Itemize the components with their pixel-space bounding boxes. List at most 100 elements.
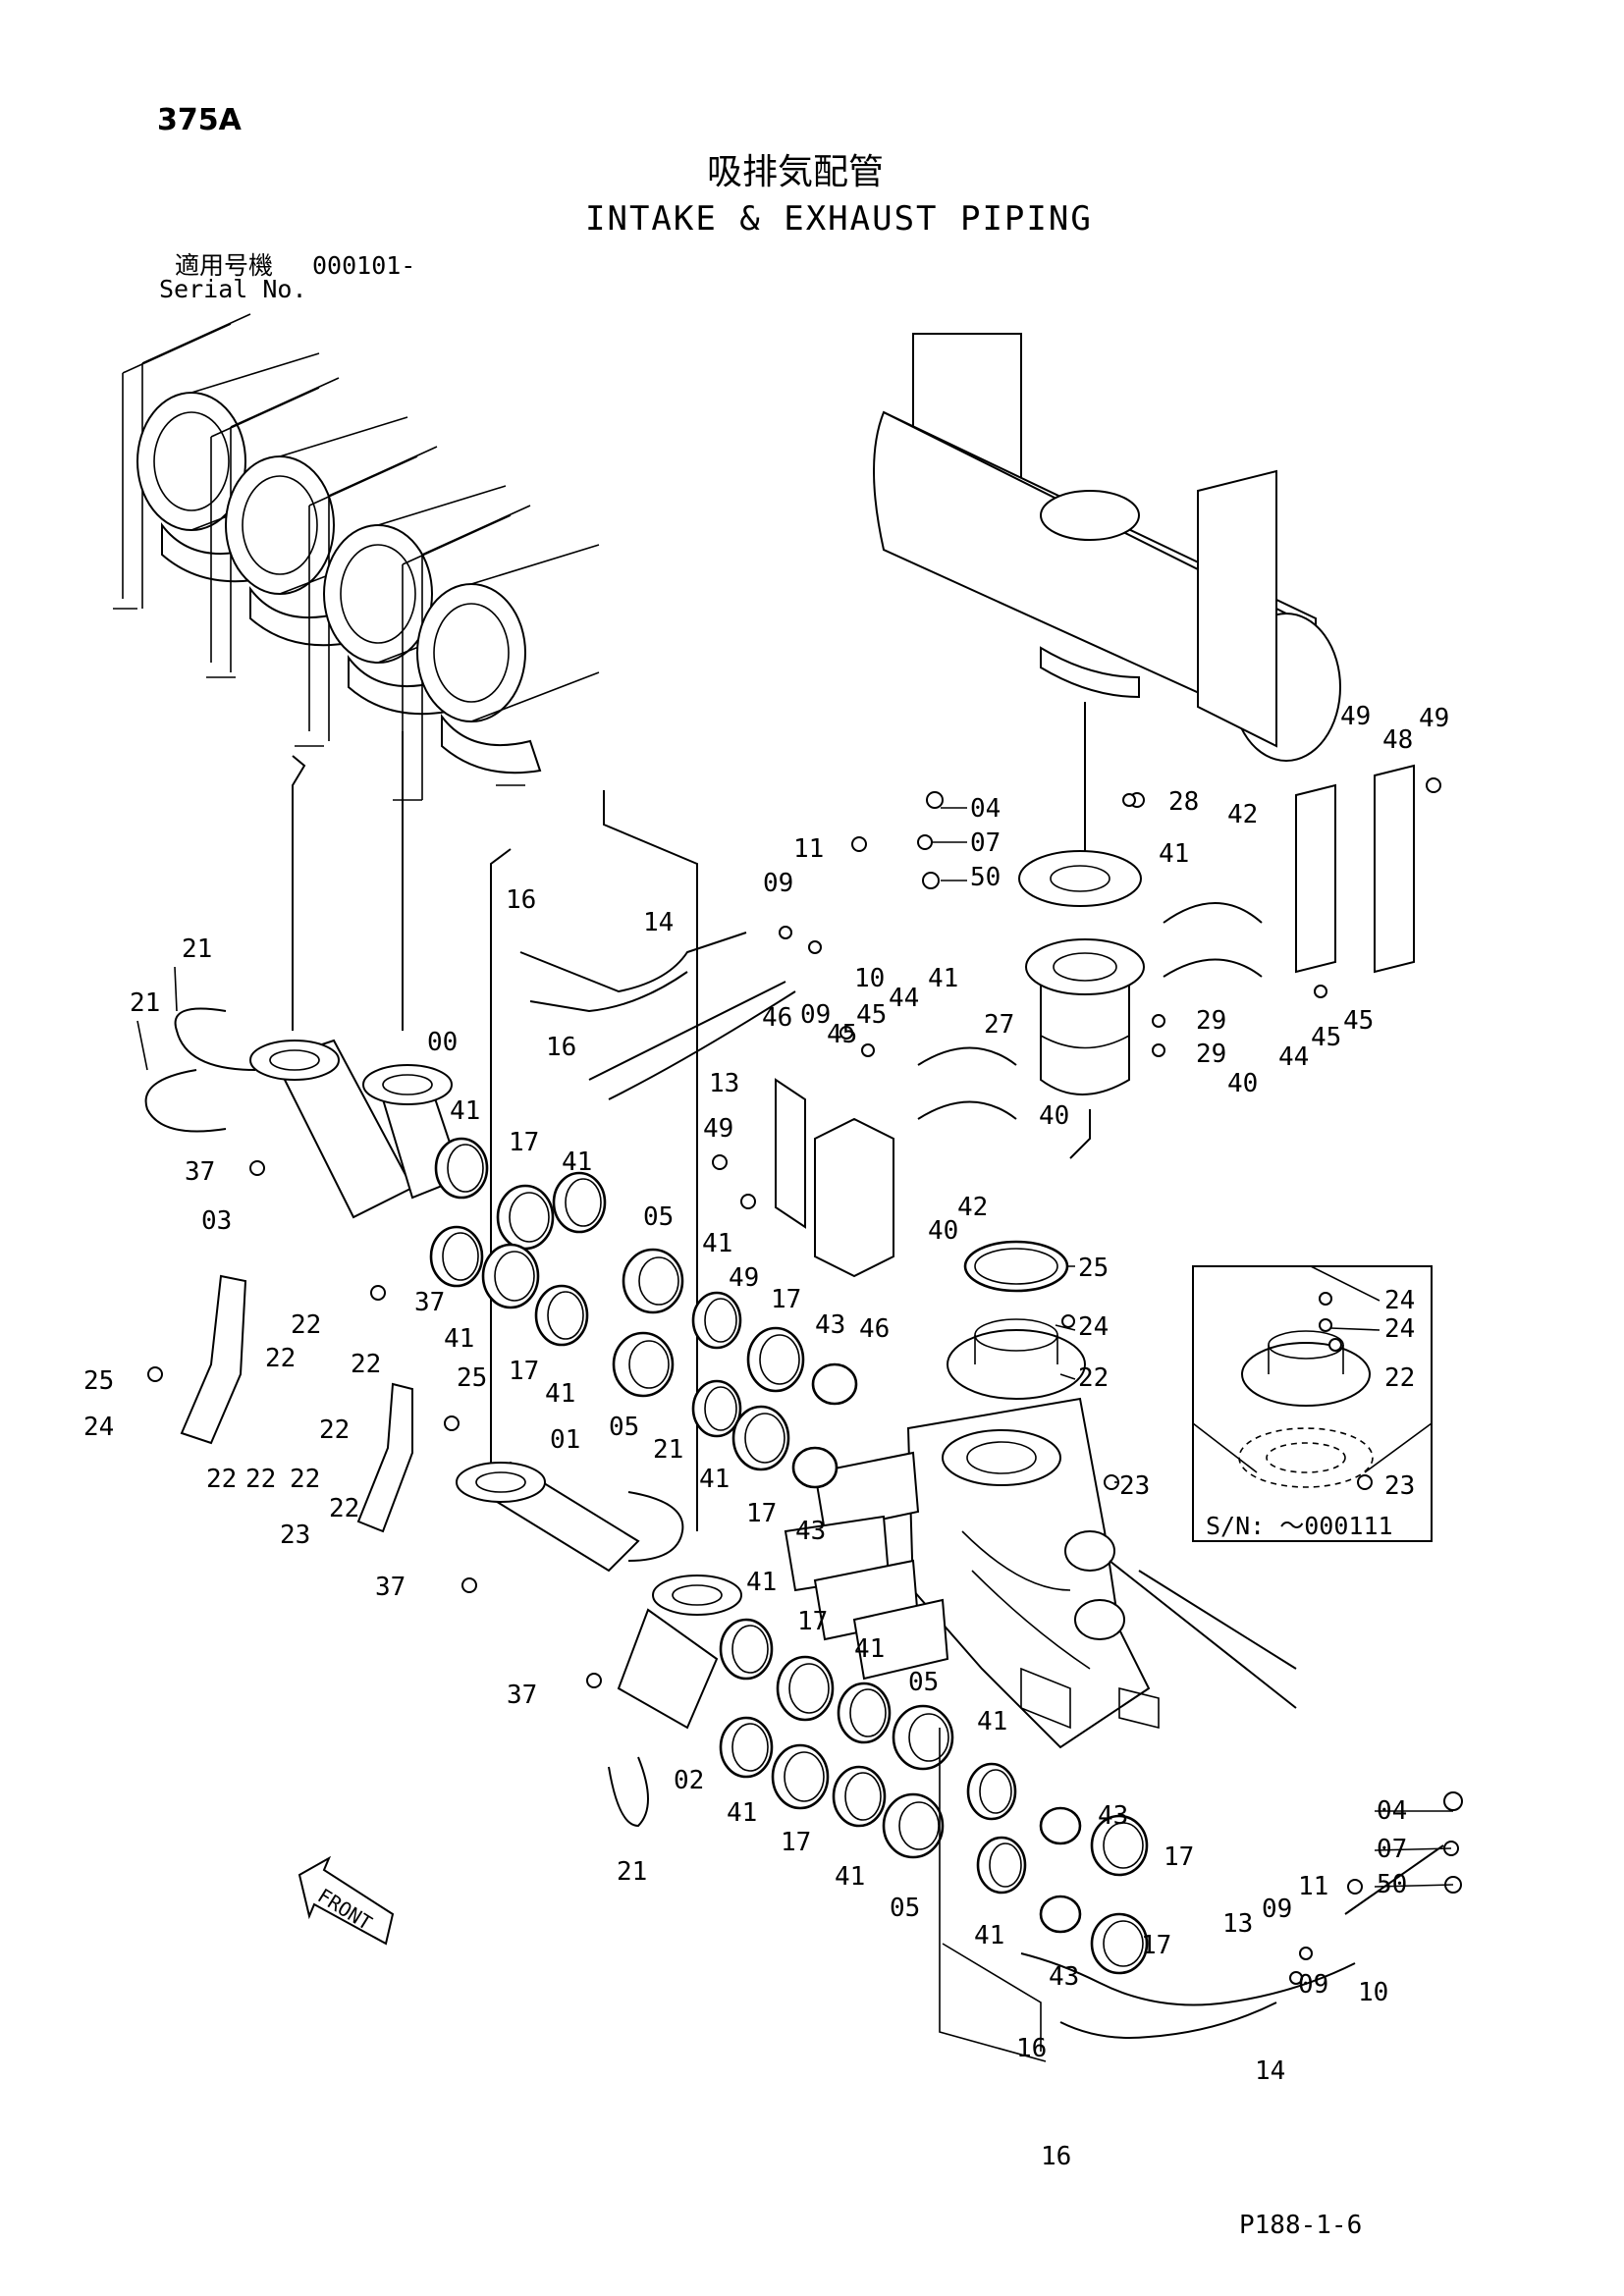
callout-14: 16	[546, 1033, 576, 1062]
callout-05: 05	[643, 1202, 674, 1232]
callout-10: 10	[854, 964, 885, 993]
callout-22: 22	[206, 1465, 237, 1494]
callout-22: 22	[329, 1494, 359, 1523]
callout-42: 40	[928, 1216, 958, 1246]
callout-24: 24	[83, 1413, 114, 1442]
callout-37: 41	[746, 1568, 777, 1597]
callout-14: 16	[1016, 2034, 1047, 2063]
page-reference: P188-1-6	[1239, 2211, 1363, 2240]
callout-29: 24	[1384, 1286, 1415, 1315]
callout-22: 22	[291, 1310, 321, 1340]
callout-22: 22	[245, 1465, 276, 1494]
callout-25: 25	[457, 1363, 487, 1393]
callout-17: 17	[781, 1828, 811, 1857]
air-cleaner-assembly	[113, 313, 600, 801]
callout-43: 42	[1227, 800, 1258, 829]
callout-21: 21	[653, 1435, 683, 1465]
hardware	[147, 777, 1463, 1985]
callout-40: 37	[185, 1157, 215, 1187]
callout-13: 14	[1255, 2056, 1285, 2086]
callout-22: 22	[290, 1465, 320, 1494]
callout-37: 41	[699, 1465, 730, 1494]
callout-labels: 04 07 50 11 09 09 10 14 16 16 13 46 45 4…	[83, 702, 1449, 2171]
callout-37: 41	[727, 1798, 757, 1828]
callout-09: 09	[800, 1000, 831, 1030]
callout-25: 25	[83, 1366, 114, 1396]
callout-37: 41	[977, 1707, 1007, 1736]
callout-21: 21	[617, 1857, 647, 1887]
callout-14: 16	[1041, 2142, 1071, 2171]
callout-42: 40	[1227, 1069, 1258, 1098]
callout-05: 05	[609, 1413, 639, 1442]
hoses-and-clamps	[429, 1137, 1149, 1975]
title-japanese: 吸排気配管	[707, 152, 885, 192]
callout-37: 41	[702, 1229, 732, 1258]
callout-07: 07	[970, 828, 1001, 858]
callout-34: 29	[1196, 1040, 1226, 1069]
callout-45: 45	[856, 1000, 887, 1030]
callout-36: 43	[815, 1310, 845, 1340]
callout-29: 24	[1078, 1312, 1109, 1342]
brackets	[180, 764, 1415, 1533]
callout-44: 44	[889, 984, 919, 1013]
callout-09: 09	[1298, 1970, 1328, 2000]
callout-22: 22	[265, 1344, 296, 1373]
callout-37: 41	[835, 1862, 865, 1892]
callout-37: 41	[562, 1148, 592, 1177]
callout-14: 16	[506, 885, 536, 915]
callout-40: 37	[375, 1573, 406, 1602]
callout-45: 45	[827, 1020, 857, 1049]
callout-28: 23	[1384, 1471, 1415, 1501]
callout-34: 29	[1196, 1006, 1226, 1036]
callout-41: 41	[928, 964, 958, 993]
callout-50: 50	[970, 863, 1001, 892]
callout-42: 40	[1039, 1101, 1069, 1131]
callout-21: 21	[130, 988, 160, 1018]
callout-45: 45	[1311, 1023, 1341, 1052]
callout-40: 37	[414, 1288, 445, 1317]
front-arrow: FRONT	[298, 1855, 395, 1946]
callout-16: 17	[1164, 1842, 1194, 1872]
serial-label-japanese: 適用号機	[175, 251, 274, 280]
callout-11: 11	[793, 834, 824, 864]
callout-09: 09	[763, 869, 793, 898]
callout-10: 10	[1358, 1978, 1388, 2007]
callout-37: 41	[974, 1921, 1004, 1950]
title-english: INTAKE & EXHAUST PIPING	[585, 199, 1093, 239]
callout-03: 03	[201, 1206, 232, 1236]
callout-36: 43	[1049, 1962, 1079, 1992]
callout-00: 00	[427, 1028, 458, 1057]
callout-27: 22	[1384, 1363, 1415, 1393]
callout-49: 49	[729, 1263, 759, 1293]
callout-36: 43	[795, 1517, 826, 1546]
callout-16: 17	[771, 1285, 801, 1314]
callout-49: 49	[703, 1114, 733, 1144]
callout-21: 21	[182, 934, 212, 964]
callout-16: 17	[1141, 1931, 1171, 1960]
inset-serial-note: S/N: ～000111	[1206, 1512, 1393, 1540]
callout-40: 37	[507, 1681, 537, 1710]
callout-47: 48	[1382, 725, 1413, 755]
callout-33: 28	[1168, 787, 1199, 817]
callout-17: 17	[509, 1357, 539, 1386]
serial-range: 000101-	[312, 251, 416, 280]
page-code: 375A	[157, 103, 242, 137]
callout-48: 49	[1340, 702, 1371, 731]
callout-41: 41	[1159, 839, 1189, 869]
callout-49: 49	[1419, 704, 1449, 733]
callout-32: 27	[984, 1010, 1014, 1040]
callout-30: 25	[1078, 1254, 1109, 1283]
callout-45: 45	[1343, 1006, 1374, 1036]
callout-43: 42	[957, 1193, 988, 1222]
callout-11: 11	[1298, 1872, 1328, 1901]
callout-28: 23	[1119, 1471, 1150, 1501]
callout-04: 04	[970, 794, 1001, 824]
callout-16: 17	[746, 1499, 777, 1528]
callout-27: 22	[1078, 1363, 1109, 1393]
callout-05: 05	[890, 1894, 920, 1923]
serial-label-english: Serial No.	[159, 275, 307, 303]
callout-17: 17	[509, 1128, 539, 1157]
callout-37: 41	[854, 1634, 885, 1664]
callout-05: 05	[908, 1668, 939, 1697]
